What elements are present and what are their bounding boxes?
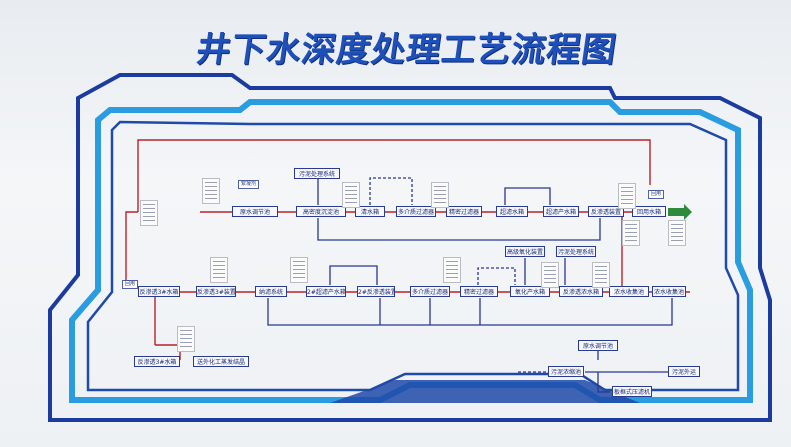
panel-9 — [290, 257, 308, 283]
panel-3 — [342, 182, 360, 208]
pipe-dash-top — [369, 177, 413, 205]
box-sludge2: 污泥处理系统 — [556, 246, 596, 257]
box-ro2-device: 2#反渗透装置 — [357, 286, 395, 297]
box-conc-tank2: 浓水收集池 — [609, 286, 649, 297]
pipe-red-outer-loop — [137, 139, 651, 212]
box-coag-clarifier: 高密度沉淀池 — [296, 206, 346, 217]
pipe-dash-bottom — [477, 267, 516, 285]
box-sludge-system: 污泥处理系统 — [294, 168, 340, 179]
box-reuse-tank: 回用水箱 — [632, 206, 666, 217]
box-industrial: 送外化工蒸发结晶 — [193, 356, 249, 367]
tag-flocculant: 絮凝剂 — [238, 180, 260, 189]
box-dtro: 纳滤系统 — [255, 286, 287, 297]
frame-outer-line — [48, 73, 772, 422]
pipe-blue-uf-loop — [504, 187, 551, 205]
pipe-blue-ro2-loop — [329, 265, 378, 285]
panel-12 — [592, 262, 610, 288]
box-ro3-tank: 反渗透3#水箱 — [138, 286, 180, 297]
tag-left-return: 回用 — [122, 280, 139, 289]
panel-4 — [431, 182, 449, 208]
box-ro2-prod: 2#超滤产水箱 — [306, 286, 346, 297]
frame-light-band — [69, 99, 753, 403]
box-mf-top: 精密过滤器 — [446, 206, 482, 217]
panel-6 — [622, 220, 640, 246]
panel-1 — [202, 178, 220, 204]
panel-5 — [618, 183, 636, 209]
box-raw-water-tank: 原水调节池 — [232, 206, 278, 217]
outlet-arrow — [668, 204, 692, 220]
panel-8 — [210, 257, 228, 283]
box-bottom-sludge: 污泥浓缩池 — [548, 366, 584, 377]
box-conc-tank3: 浓水收集池 — [652, 286, 686, 297]
box-ro3-lower: 反渗透3#水箱 — [134, 356, 180, 367]
box-adv-prod: 氧化产水箱 — [510, 286, 550, 297]
panel-10 — [443, 257, 461, 283]
pipe-blue-top-bypass — [317, 218, 601, 241]
box-ro3-device: 反渗透3#装置 — [196, 286, 236, 297]
box-mf-bottom: 精密过滤器 — [460, 286, 498, 297]
box-ro-conc-tank: 反渗透浓水箱 — [559, 286, 603, 297]
panel-11 — [541, 262, 559, 288]
box-bottom-press: 板框式压滤机 — [612, 386, 652, 397]
box-bottom-raw: 原水调节池 — [578, 340, 618, 351]
panel-2 — [140, 200, 158, 226]
box-ro-first: 反渗透装置 — [588, 206, 624, 217]
box-clear-tank: 清水箱 — [355, 206, 385, 217]
box-adv-oxid: 高级氧化装置 — [505, 246, 545, 257]
panel-13 — [177, 326, 195, 352]
tag-reuse: 回用 — [648, 190, 665, 199]
box-bottom-cake: 污泥外运 — [668, 366, 700, 377]
box-mmf-bottom: 多介质过滤器 — [410, 286, 450, 297]
box-uf-prod: 超滤产水箱 — [543, 206, 579, 217]
frame-inner-line — [86, 120, 740, 392]
pipe-blue-bottom-return — [267, 298, 673, 326]
box-mmf-top: 多介质过滤器 — [396, 206, 436, 217]
box-uf-tank: 超滤水箱 — [496, 206, 528, 217]
pipe-red-left-return — [125, 211, 138, 285]
frame-wave — [330, 380, 640, 403]
panel-7 — [668, 220, 686, 246]
diagram-title: 井下水深度处理工艺流程图 — [193, 30, 620, 70]
